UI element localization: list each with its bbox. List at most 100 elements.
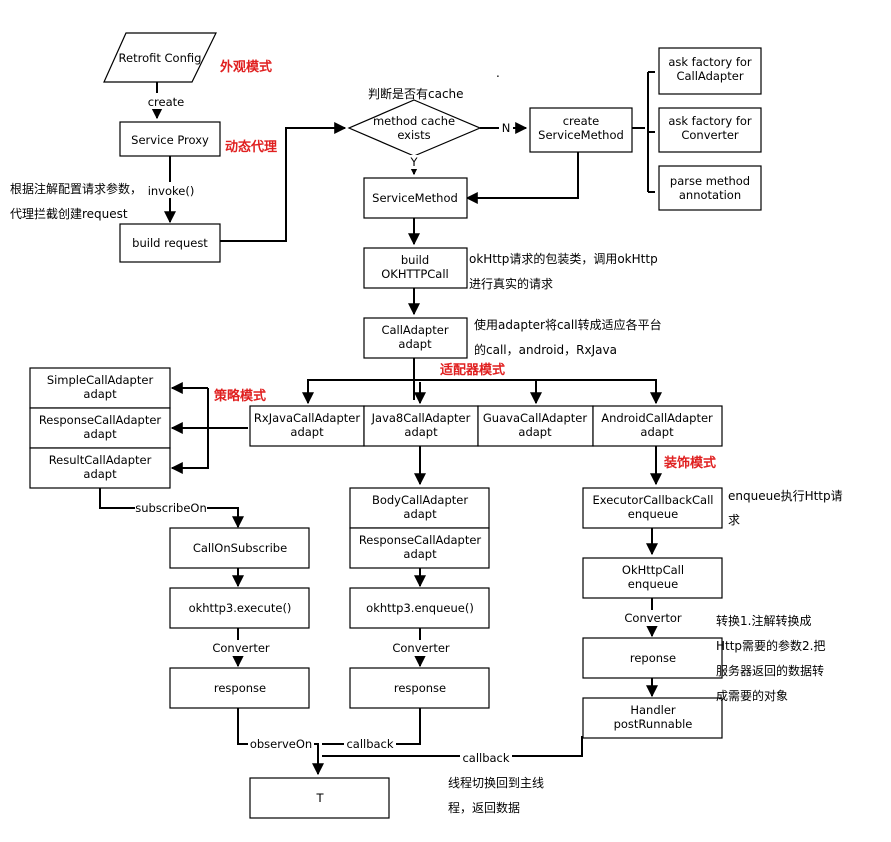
svg-text:adapt: adapt <box>290 425 324 439</box>
adapter-desc-note-line2: 的call，android，RxJava <box>474 342 617 357</box>
annotation-proxy-note-line1: 根据注解配置请求参数， <box>10 181 142 196</box>
edge-handler-to-t <box>322 736 583 757</box>
svg-text:adapt: adapt <box>83 467 117 481</box>
svg-text:GuavaCallAdapter: GuavaCallAdapter <box>483 411 587 425</box>
label-y: Y <box>409 155 418 169</box>
guava-call-adapter-node: GuavaCallAdapter adapt <box>477 405 594 447</box>
svg-text:okhttp3.execute(): okhttp3.execute() <box>189 601 292 615</box>
svg-text:ask factory for: ask factory for <box>668 55 752 69</box>
thread-switch-note-line1: 线程切换回到主线 <box>448 775 544 790</box>
svg-text:enqueue: enqueue <box>628 577 678 591</box>
label-create: create <box>148 95 185 109</box>
convert-desc-note-line2: Http需要的参数2.把 <box>716 638 826 653</box>
svg-text:build: build <box>401 253 429 267</box>
parse-annotation-node: parse method annotation <box>658 165 762 211</box>
android-call-adapter-node: AndroidCallAdapter adapt <box>592 405 723 447</box>
svg-text:method cache: method cache <box>373 114 455 128</box>
svg-text:CallOnSubscribe: CallOnSubscribe <box>193 541 287 555</box>
body-call-adapter-node: BodyCallAdapter adapt <box>349 487 490 529</box>
response-mid-node: response <box>349 667 490 709</box>
ask-converter-node: ask factory for Converter <box>658 107 762 153</box>
enqueue-desc-note-line1: enqueue执行Http请 <box>728 489 843 503</box>
okhttp-wrapper-note-line2: 进行真实的请求 <box>469 276 553 291</box>
svg-text:SimpleCallAdapter: SimpleCallAdapter <box>47 373 154 387</box>
build-request-node: build request <box>119 223 221 263</box>
svg-text:Service Proxy: Service Proxy <box>131 133 209 147</box>
decorator-pattern-label: 装饰模式 <box>663 455 716 471</box>
dynamic-proxy-label: 动态代理 <box>225 139 277 155</box>
svg-text:adapt: adapt <box>83 387 117 401</box>
convert-desc-note-line1: 转换1.注解转换成 <box>716 613 811 628</box>
okhttp3-execute-node: okhttp3.execute() <box>169 587 310 629</box>
svg-text:annotation: annotation <box>679 188 741 202</box>
annotation-proxy-note-line2: 代理拦截创建request <box>10 207 128 221</box>
label-observe-on: observeOn <box>250 737 312 751</box>
adapter-pattern-label: 适配器模式 <box>440 362 505 378</box>
svg-text:Handler: Handler <box>630 703 676 717</box>
simple-call-adapter-node: SimpleCallAdapter adapt <box>29 367 171 409</box>
svg-text:RxJavaCallAdapter: RxJavaCallAdapter <box>254 411 360 425</box>
facade-pattern-label: 外观模式 <box>219 59 272 75</box>
t-node: T <box>249 777 390 819</box>
svg-text:ResponseCallAdapter: ResponseCallAdapter <box>39 413 162 427</box>
service-proxy-node: Service Proxy <box>119 121 221 157</box>
svg-text:CallAdapter: CallAdapter <box>676 69 743 83</box>
result-call-adapter-node: ResultCallAdapter adapt <box>29 447 171 489</box>
annotations: 外观模式 动态代理 策略模式 适配器模式 装饰模式 判断是否有cache . 根… <box>10 59 843 815</box>
convert-desc-note-line3: 服务器返回的数据转 <box>716 663 824 678</box>
method-cache-decision: method cache exists <box>347 99 482 157</box>
svg-text:response: response <box>214 681 266 695</box>
label-callback-right: callback <box>462 751 509 765</box>
svg-text:ResultCallAdapter: ResultCallAdapter <box>49 453 152 467</box>
okhttpcall-enqueue-node: OkHttpCall enqueue <box>582 557 723 599</box>
edge-build-request-to-cache <box>220 122 347 242</box>
svg-text:ExecutorCallbackCall: ExecutorCallbackCall <box>593 493 714 507</box>
svg-text:adapt: adapt <box>404 425 438 439</box>
response-call-adapter-mid-node: ResponseCallAdapter adapt <box>349 527 490 569</box>
svg-text:adapt: adapt <box>403 547 437 561</box>
label-callback-mid: callback <box>346 737 393 751</box>
edge-adapter-split <box>307 356 657 400</box>
svg-text:exists: exists <box>397 128 430 142</box>
service-method-node: ServiceMethod <box>363 177 468 219</box>
svg-text:adapt: adapt <box>640 425 674 439</box>
svg-text:Java8CallAdapter: Java8CallAdapter <box>371 411 471 425</box>
edge-create-to-service-method <box>465 152 579 204</box>
label-n: N <box>502 121 511 135</box>
convert-desc-note-line4: 成需要的对象 <box>716 688 788 703</box>
svg-text:ServiceMethod: ServiceMethod <box>372 191 458 205</box>
response-call-adapter-left-node: ResponseCallAdapter adapt <box>29 407 171 449</box>
svg-text:ask factory for: ask factory for <box>668 114 752 128</box>
reponse-node: reponse <box>582 637 723 679</box>
enqueue-desc-note-line2: 求 <box>728 513 740 527</box>
label-converter-rx: Converter <box>212 641 270 655</box>
retrofit-config-node: Retrofit Config <box>103 32 217 83</box>
svg-text:T: T <box>315 791 324 805</box>
svg-text:parse method: parse method <box>670 174 750 188</box>
svg-text:BodyCallAdapter: BodyCallAdapter <box>372 493 468 507</box>
svg-text:create: create <box>563 114 600 128</box>
edge-create-to-factories <box>632 71 655 193</box>
label-converter-mid: Converter <box>392 641 450 655</box>
svg-text:postRunnable: postRunnable <box>614 717 693 731</box>
svg-text:reponse: reponse <box>630 651 676 665</box>
okhttp3-enqueue-node: okhttp3.enqueue() <box>349 587 490 629</box>
stray-dot: . <box>496 66 500 80</box>
calladapter-adapt-node: CallAdapter adapt <box>363 317 468 359</box>
svg-text:adapt: adapt <box>518 425 552 439</box>
adapter-desc-note-line1: 使用adapter将call转成适应各平台 <box>474 317 662 332</box>
svg-text:Retrofit Config: Retrofit Config <box>119 51 202 65</box>
response-rx-node: response <box>169 667 310 709</box>
label-invoke: invoke() <box>148 184 195 198</box>
svg-text:ServiceMethod: ServiceMethod <box>538 128 624 142</box>
svg-text:Converter: Converter <box>681 128 739 142</box>
svg-text:CallAdapter: CallAdapter <box>381 323 448 337</box>
svg-text:AndroidCallAdapter: AndroidCallAdapter <box>601 411 713 425</box>
ask-call-adapter-node: ask factory for CallAdapter <box>658 47 762 95</box>
svg-text:OKHTTPCall: OKHTTPCall <box>381 267 449 281</box>
call-on-subscribe-node: CallOnSubscribe <box>169 527 310 569</box>
create-service-method-node: create ServiceMethod <box>529 107 633 153</box>
rxjava-call-adapter-node: RxJavaCallAdapter adapt <box>249 405 365 447</box>
svg-text:response: response <box>394 681 446 695</box>
